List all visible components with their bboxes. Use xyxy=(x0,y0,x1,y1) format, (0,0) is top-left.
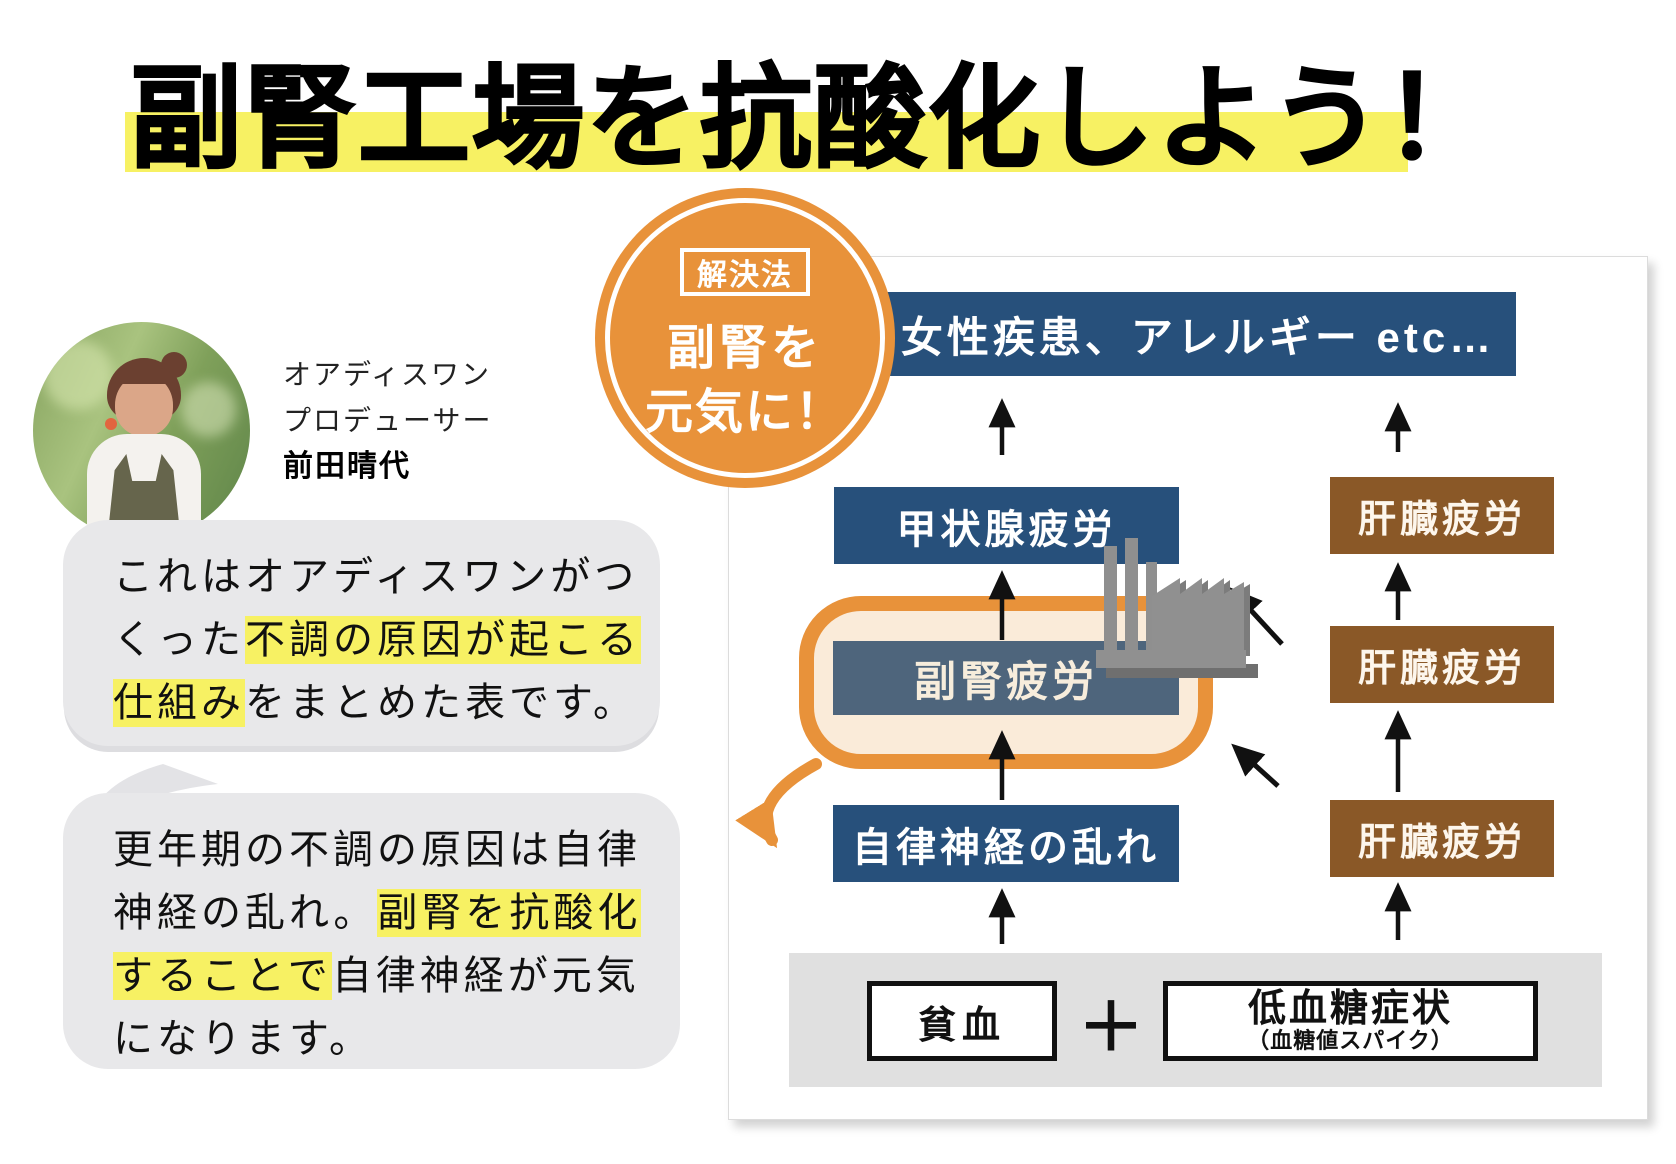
diagram-box-thyroid-fatigue: 甲状腺疲労 xyxy=(834,487,1179,564)
diagram-box-liver-fatigue-2: 肝臓疲労 xyxy=(1330,626,1554,703)
title-highlight-bar xyxy=(125,112,1408,172)
bubble2-line3: 自律神経が元気 xyxy=(331,954,640,998)
speech-bubble-tail xyxy=(89,764,218,844)
avatar-earring xyxy=(105,418,117,430)
avatar-background xyxy=(181,382,236,437)
diagram-box-female-diseases: 女性疾患、アレルギー etc… xyxy=(880,292,1516,376)
diagram-box-anemia: 貧血 xyxy=(867,981,1057,1061)
avatar xyxy=(33,322,250,539)
byline-org: オアディスワン xyxy=(283,359,492,390)
hypoglycemia-title: 低血糖症状 xyxy=(1247,987,1453,1030)
badge-inner-ring xyxy=(605,198,885,478)
diagram-box-liver-fatigue-1: 肝臓疲労 xyxy=(1330,477,1554,554)
badge-line1: 副腎を xyxy=(666,322,823,375)
bubble2-line4: になります。 xyxy=(113,1017,373,1061)
avatar-bangs xyxy=(115,368,173,384)
diagram-box-adrenal-fatigue: 副腎疲労 xyxy=(833,641,1179,715)
byline-name: 前田晴代 xyxy=(283,450,411,483)
bubble2-line2: 神経の乱れ。 xyxy=(113,891,378,935)
bubble2-line1: 更年期の不調の原因は自律 xyxy=(113,828,641,872)
bubble1-line3-highlight: 仕組み xyxy=(113,679,245,727)
hypoglycemia-subtitle: （血糖値スパイク） xyxy=(1247,1028,1454,1054)
badge-tag: 解決法 xyxy=(680,248,810,296)
speech-bubble-1-text: これはオアディスワンがつ くった不調の原因が起こる 仕組みをまとめた表です。 xyxy=(113,546,641,735)
solution-badge: 解決法 副腎を 元気に！ xyxy=(595,188,895,488)
byline: オアディスワン プロデューサー 前田晴代 xyxy=(283,352,492,490)
page-title: 副腎工場を抗酸化しよう！ xyxy=(129,55,1498,182)
bubble1-line2-highlight: 不調の原因が起こる xyxy=(245,616,641,664)
byline-role: プロデューサー xyxy=(283,405,493,436)
avatar-background xyxy=(43,340,113,410)
speech-bubble-2-text: 更年期の不調の原因は自律 神経の乱れ。副腎を抗酸化 することで自律神経が元気 に… xyxy=(113,819,642,1071)
bubble2-line2-highlight: 副腎を抗酸化 xyxy=(377,889,642,937)
speech-bubble-2: 更年期の不調の原因は自律 神経の乱れ。副腎を抗酸化 することで自律神経が元気 に… xyxy=(63,793,680,1069)
diagram-box-hypoglycemia: 低血糖症状 （血糖値スパイク） xyxy=(1163,981,1538,1061)
badge-line2: 元気に！ xyxy=(644,386,845,439)
plus-sign: ＋ xyxy=(1078,990,1144,1064)
bubble2-line3-highlight: することで xyxy=(113,952,332,1000)
bubble1-line1: これはオアディスワンがつ xyxy=(113,555,639,599)
diagram-box-autonomic-imbalance: 自律神経の乱れ xyxy=(833,805,1179,882)
avatar-face xyxy=(115,374,173,436)
speech-bubble-1: これはオアディスワンがつ くった不調の原因が起こる 仕組みをまとめた表です。 xyxy=(63,520,660,746)
diagram-box-liver-fatigue-3: 肝臓疲労 xyxy=(1330,800,1554,877)
bubble1-line2: くった xyxy=(113,618,245,662)
bubble1-line3: をまとめた表です。 xyxy=(245,681,637,725)
